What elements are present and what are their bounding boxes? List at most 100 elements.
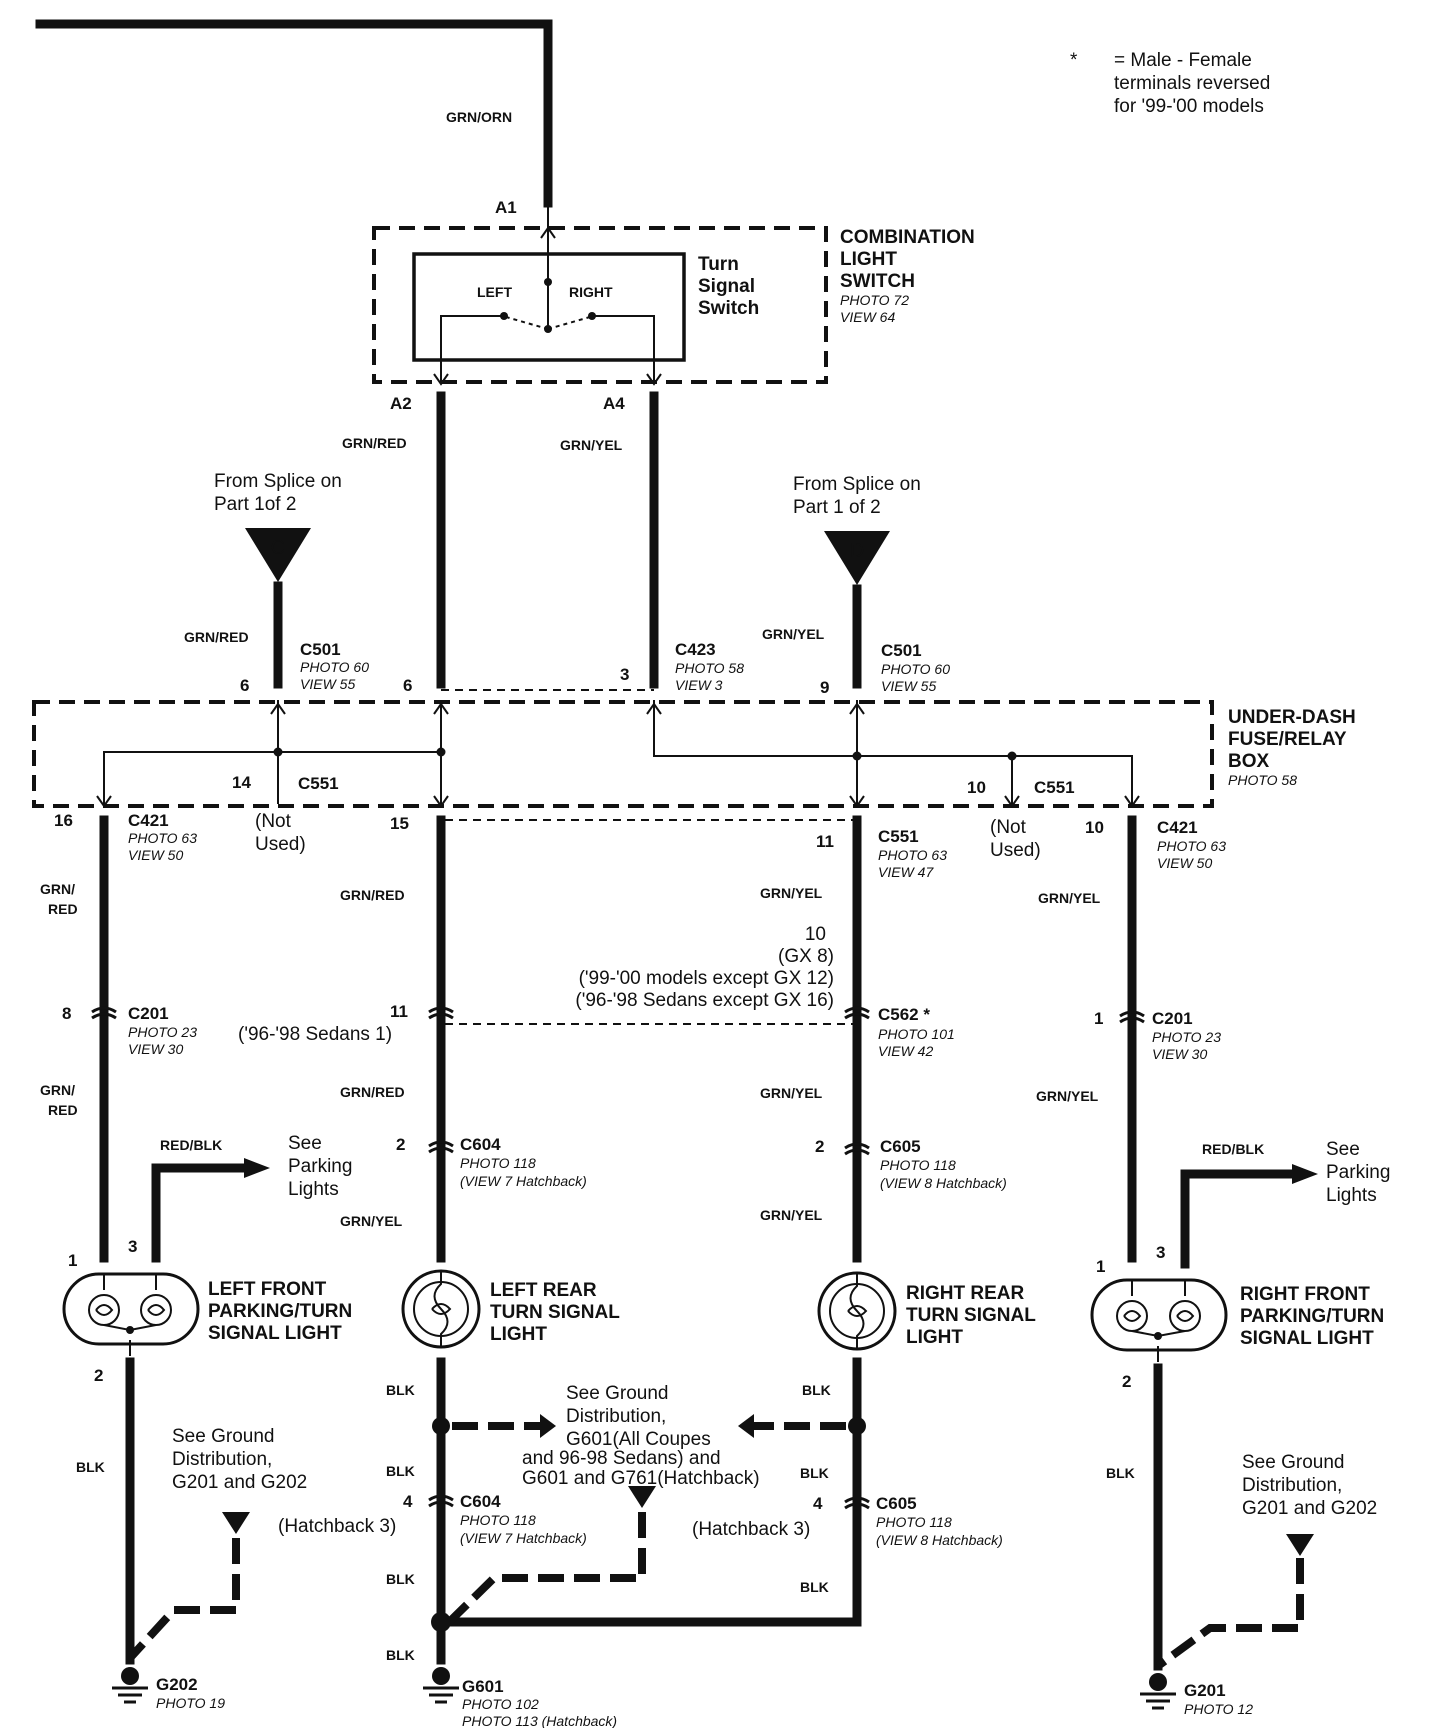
g601-label: G601 PHOTO 102 PHOTO 113 (Hatchback) xyxy=(462,1677,617,1728)
diagram-label: G201 xyxy=(1184,1681,1226,1700)
diagram-label: 4 xyxy=(813,1494,823,1513)
diagram-label: PHOTO 19 xyxy=(156,1695,225,1711)
diagram-label: D xyxy=(850,540,864,562)
diagram-label: 1 xyxy=(1094,1009,1103,1028)
c605-lower-label: C605 PHOTO 118 (VIEW 8 Hatchback) xyxy=(876,1494,1003,1548)
left-front-parking-turn-light xyxy=(62,1272,200,1356)
diagram-label: GRN/ xyxy=(40,881,75,897)
diagram-label: BLK xyxy=(1106,1465,1135,1481)
diagram-label: (Not xyxy=(990,817,1027,838)
wire-red-blk-right xyxy=(1180,1169,1297,1269)
diagram-label: and 96-98 Sedans) and xyxy=(522,1448,721,1469)
diagram-label: G201 and G202 xyxy=(1242,1498,1377,1519)
diagram-label: GRN/YEL xyxy=(760,1085,823,1101)
diagram-label: Switch xyxy=(698,298,759,319)
left-rear-turn-light xyxy=(401,1269,481,1349)
ground-dist-mid-note: See Ground Distribution, G601(All Coupes… xyxy=(522,1383,760,1489)
wire-blk-right-rear xyxy=(436,1357,862,1627)
diagram-label: Distribution, xyxy=(566,1406,666,1427)
diagram-label: C501 xyxy=(300,640,341,659)
diagram-label: Lights xyxy=(288,1179,339,1200)
diagram-label: 10 xyxy=(1085,818,1104,837)
diagram-label: From Splice on xyxy=(793,474,921,495)
splice-point-left xyxy=(432,1417,450,1435)
diagram-label: * xyxy=(1070,50,1078,71)
diagram-label: PHOTO 23 xyxy=(1152,1029,1221,1045)
diagram-label: GRN/RED xyxy=(342,435,407,451)
diagram-label: GRN/RED xyxy=(340,1084,405,1100)
diagram-label: VIEW 47 xyxy=(878,864,934,880)
splice-c-label: From Splice on Part 1of 2 xyxy=(214,471,342,515)
c201-left-label: C201 PHOTO 23 VIEW 30 xyxy=(128,1004,197,1057)
fuse-box-label: UNDER-DASH FUSE/RELAY BOX PHOTO 58 xyxy=(1228,707,1356,788)
diagram-label: RED xyxy=(48,901,78,917)
diagram-label: A1 xyxy=(495,198,517,217)
diagram-label: VIEW 42 xyxy=(878,1043,933,1059)
diagram-label: C551 xyxy=(878,827,919,846)
diagram-label: UNDER-DASH xyxy=(1228,707,1356,728)
diagram-label: C605 xyxy=(880,1137,921,1156)
diagram-label: VIEW 30 xyxy=(128,1041,183,1057)
see-parking-lights-right: See Parking Lights xyxy=(1326,1139,1390,1206)
diagram-label: RIGHT REAR xyxy=(906,1283,1025,1304)
diagram-label: GRN/ xyxy=(40,1082,75,1098)
diagram-label: PHOTO 60 xyxy=(300,659,369,675)
g202-label: G202 PHOTO 19 xyxy=(156,1675,225,1711)
ground-dist-right-note: See Ground Distribution, G201 and G202 xyxy=(1242,1452,1377,1519)
diagram-label: 1 xyxy=(1096,1257,1105,1276)
diagram-label: Parking xyxy=(288,1156,352,1177)
left-front-light-label: LEFT FRONT PARKING/TURN SIGNAL LIGHT xyxy=(208,1279,352,1344)
right-rear-turn-light xyxy=(817,1271,897,1351)
diagram-label: PHOTO 118 xyxy=(460,1155,536,1171)
diagram-label: See xyxy=(288,1133,322,1154)
diagram-label: C421 xyxy=(1157,818,1198,837)
diagram-label: PHOTO 63 xyxy=(878,847,947,863)
diagram-label: C562 * xyxy=(878,1005,930,1024)
diagram-label: PHOTO 101 xyxy=(878,1026,955,1042)
diagram-label: (Hatchback 3) xyxy=(692,1519,810,1540)
diagram-label: Part 1of 2 xyxy=(214,494,296,515)
diagram-label: (VIEW 8 Hatchback) xyxy=(880,1175,1007,1191)
diagram-label: LIGHT xyxy=(840,249,897,270)
c551-label: C551 PHOTO 63 VIEW 47 xyxy=(878,827,947,880)
diagram-label: PARKING/TURN xyxy=(208,1301,352,1322)
diagram-label: COMBINATION xyxy=(840,227,975,248)
diagram-label: PHOTO 118 xyxy=(876,1514,952,1530)
splice-d-triangle xyxy=(824,531,890,585)
diagram-label: GRN/RED xyxy=(184,629,249,645)
c605-upper-label: C605 PHOTO 118 (VIEW 8 Hatchback) xyxy=(880,1137,1007,1191)
diagram-label: 11 xyxy=(816,832,834,851)
diagram-label: 6 xyxy=(240,676,249,695)
diagram-label: G601 and G761(Hatchback) xyxy=(522,1468,760,1489)
c604-lower-label: C604 PHOTO 118 (VIEW 7 Hatchback) xyxy=(460,1492,587,1546)
diagram-label: TURN SIGNAL xyxy=(906,1305,1036,1326)
diagram-label: GRN/YEL xyxy=(1036,1088,1099,1104)
diagram-label: RED/BLK xyxy=(1202,1141,1264,1157)
c562-variants: 10 (GX 8) ('99-'00 models except GX 12) … xyxy=(575,924,834,1011)
combination-light-switch-box xyxy=(372,226,828,384)
diagram-label: C423 xyxy=(675,640,716,659)
diagram-label: GRN/YEL xyxy=(340,1213,403,1229)
wire-red-blk-left xyxy=(151,1163,249,1263)
diagram-label: See Ground xyxy=(566,1383,668,1404)
diagram-label: LIGHT xyxy=(490,1324,547,1345)
diagram-label: (Hatchback 3) xyxy=(278,1516,396,1537)
diagram-label: terminals reversed xyxy=(1114,73,1270,94)
male-female-note: * = Male - Female terminals reversed for… xyxy=(1070,50,1270,117)
c421-right-label: C421 PHOTO 63 VIEW 50 xyxy=(1157,818,1226,871)
combination-switch-label: COMBINATION LIGHT SWITCH PHOTO 72 VIEW 6… xyxy=(840,227,975,325)
diagram-label: (GX 8) xyxy=(778,946,834,967)
diagram-label: 14 xyxy=(232,773,251,792)
diagram-label: GRN/YEL xyxy=(760,1207,823,1223)
under-dash-fuse-relay-box xyxy=(32,700,1214,808)
parking-arrow-right xyxy=(1292,1164,1318,1184)
diagram-label: 3 xyxy=(128,1237,137,1256)
diagram-label: FUSE/RELAY xyxy=(1228,729,1347,750)
diagram-label: LEFT REAR xyxy=(490,1280,597,1301)
ground-dash-left xyxy=(127,1538,240,1661)
diagram-label: GRN/YEL xyxy=(560,437,623,453)
diagram-label: PHOTO 58 xyxy=(1228,772,1297,788)
diagram-label: PHOTO 118 xyxy=(460,1512,536,1528)
diagram-label: 2 xyxy=(815,1137,824,1156)
